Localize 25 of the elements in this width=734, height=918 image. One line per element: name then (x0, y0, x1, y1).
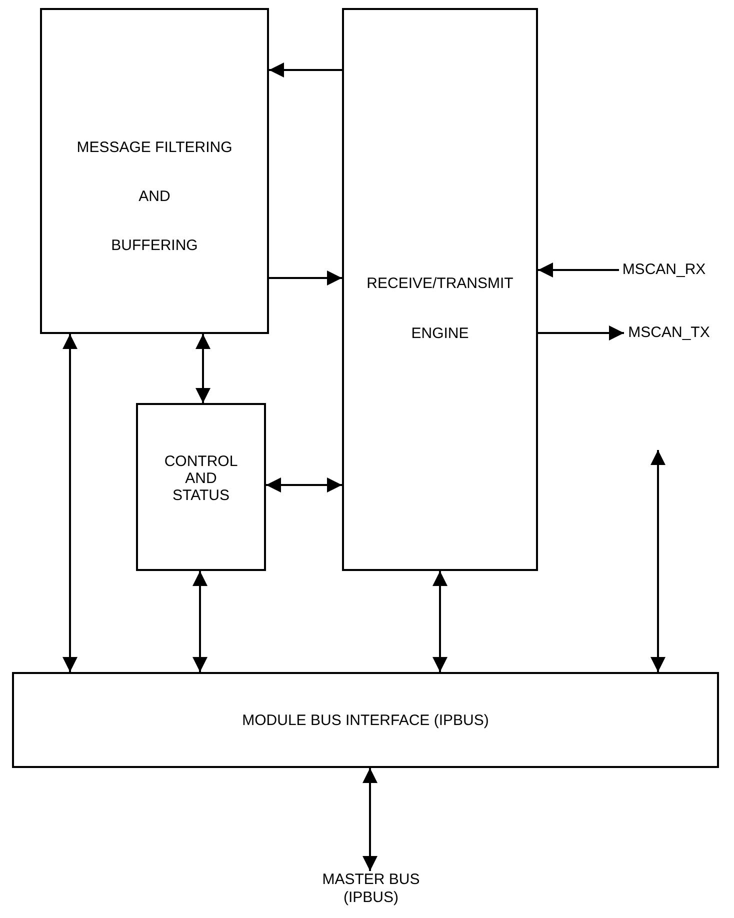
arrow (362, 768, 378, 871)
process-box (40, 8, 269, 334)
box-label: CONTROL AND STATUS (163, 453, 239, 504)
arrow (538, 262, 619, 278)
interface-box (12, 672, 719, 768)
arrow (269, 270, 342, 286)
box-label: MODULE BUS INTERFACE (IPBUS) (242, 712, 489, 730)
process-box (136, 403, 266, 571)
arrow (650, 450, 666, 672)
box-label: AND (138, 188, 170, 206)
arrow (266, 478, 342, 492)
arrow (192, 571, 208, 672)
arrow (538, 326, 624, 340)
arrow (269, 62, 342, 78)
arrow (196, 334, 210, 403)
bus-label: MASTER BUS (IPBUS) (321, 871, 421, 907)
box-label: ENGINE (411, 325, 469, 343)
box-label: BUFFERING (111, 237, 198, 255)
box-label: MESSAGE FILTERING (76, 139, 232, 157)
process-box (342, 8, 538, 571)
arrow (432, 571, 448, 672)
signal-label: MSCAN_RX (622, 261, 706, 279)
box-label: RECEIVE/TRANSMIT (366, 275, 514, 293)
signal-label: MSCAN_TX (628, 324, 710, 342)
arrow (62, 334, 78, 672)
